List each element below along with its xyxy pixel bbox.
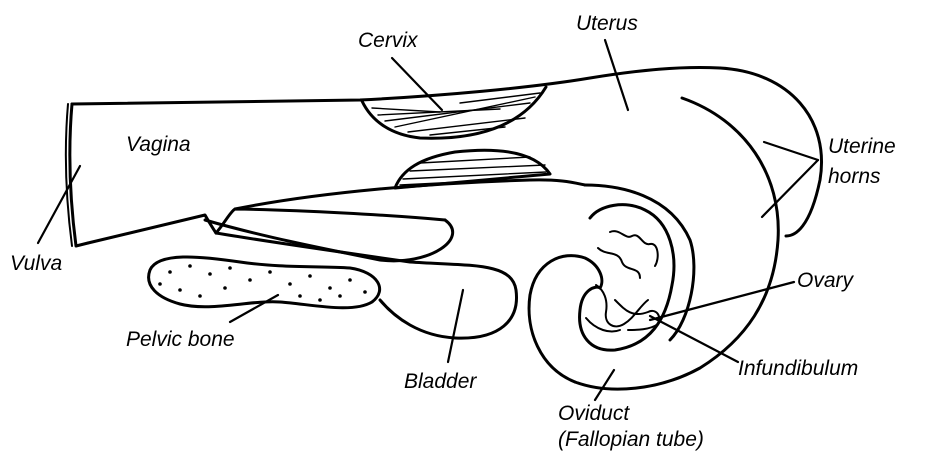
bladder-label: Bladder [404,370,477,393]
cervix-label: Cervix [358,29,419,52]
bladder-neck [205,220,453,261]
vulva-outline [70,104,88,246]
ovary-fold-4 [586,318,620,332]
oviduct-label-line1: Oviduct [558,402,630,425]
ovary-outline [580,205,674,350]
pelvic-bone-label: Pelvic bone [126,328,235,351]
ovary-label: Ovary [797,269,855,292]
oviduct-leader [595,370,614,400]
vagina-outline [72,67,720,104]
uterine-horns-leader-lower [762,160,818,217]
uterine-horns-label-line2: horns [828,165,881,188]
vulva-label: Vulva [10,252,62,275]
uterine-horns-label-line1: Uterine [828,135,896,158]
pelvic-bone-leader [230,295,278,322]
vagina-lower-wall [88,215,216,243]
uterine-horn-outer [720,68,822,236]
ovary-fold-2 [598,248,640,278]
vagina-label: Vagina [126,133,191,156]
uterus-fold [216,209,445,233]
ovary-fold-1 [610,231,658,266]
uterine-horn-inner [575,98,778,389]
infundibulum-leader [650,316,738,362]
oviduct-outline [529,256,602,382]
bladder-outline [216,233,516,338]
infundibulum-label: Infundibulum [738,357,858,380]
pelvic-bone-dots [158,264,367,302]
uterus-label: Uterus [576,12,638,35]
oviduct-label-line2: (Fallopian tube) [558,428,704,451]
bladder-leader [448,290,463,362]
pelvic-bone-outline [149,257,380,308]
uterine-horns-leader-upper [764,142,818,160]
cervix-leader [392,58,442,110]
cervix-lower [395,150,550,188]
